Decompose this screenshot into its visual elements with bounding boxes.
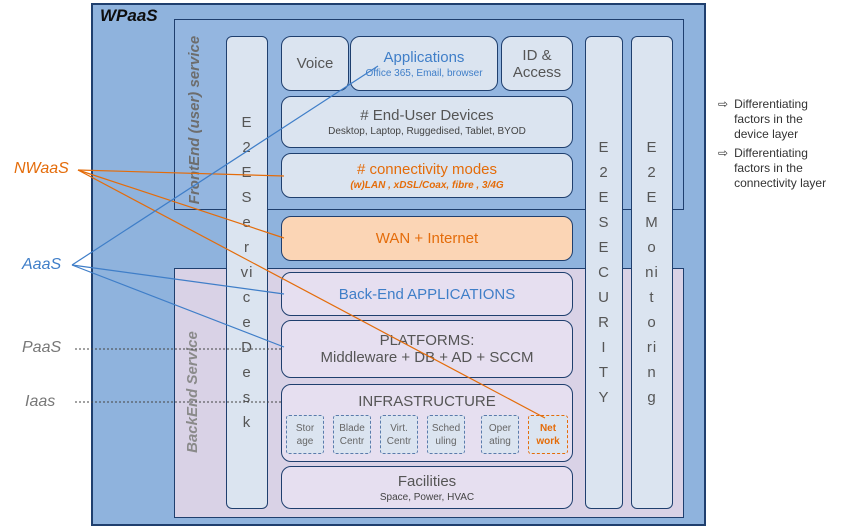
aaas-backend-apps-line	[71, 264, 285, 295]
diagram-title: WPaaS	[100, 6, 158, 25]
iaas-label: Iaas	[25, 393, 56, 410]
infra-item-storage: Stor age	[286, 415, 324, 454]
platforms-sub: Middleware + DB + AD + SCCM	[320, 349, 534, 366]
infra-item-virt: Virt. Centr	[380, 415, 418, 454]
connectivity-box: # connectivity modes (w)LAN , xDSL/Coax,…	[281, 153, 573, 198]
id-access-box: ID & Access	[501, 36, 573, 91]
connectivity-sub: (w)LAN , xDSL/Coax, fibre , 3/4G	[350, 179, 504, 191]
nwaas-connectivity-line	[77, 169, 285, 177]
infra-item-network: Net work	[528, 415, 568, 454]
legend-text-device: Differentiating factors in the device la…	[734, 97, 808, 141]
applications-title: Applications	[383, 48, 465, 66]
nwaas-network-line	[77, 169, 546, 419]
monitoring-column: E2E Monitoring	[631, 36, 673, 509]
legend-item-connectivity: ⇨ Differentiating factors in the connect…	[718, 146, 838, 191]
infra-item-operating: Oper ating	[481, 415, 519, 454]
voice-label: Voice	[296, 55, 334, 72]
service-desk-column: E2E Service Desk	[226, 36, 268, 509]
devices-sub: Desktop, Laptop, Ruggedised, Tablet, BYO…	[328, 126, 526, 137]
connectivity-title: # connectivity modes	[356, 160, 498, 178]
facilities-title: Facilities	[397, 472, 457, 490]
aaas-applications-line	[71, 65, 379, 266]
service-desk-label: E2E Service Desk	[240, 114, 254, 431]
applications-box: Applications Office 365, Email, browser	[350, 36, 498, 91]
nwaas-label: NWaaS	[14, 160, 69, 177]
applications-sub: Office 365, Email, browser	[365, 67, 483, 79]
arrow-icon: ⇨	[718, 97, 729, 111]
nwaas-wan-line	[77, 169, 285, 239]
paas-label: PaaS	[22, 339, 62, 356]
voice-box: Voice	[281, 36, 349, 91]
legend-item-device: ⇨ Differentiating factors in the device …	[718, 97, 838, 142]
arrow-icon: ⇨	[718, 146, 729, 160]
backend-apps-box: Back-End APPLICATIONS	[281, 272, 573, 316]
aaas-platforms-line	[71, 264, 285, 348]
infra-item-blade: Blade Centr	[333, 415, 371, 454]
backend-apps-label: Back-End APPLICATIONS	[338, 285, 516, 303]
facilities-box: Facilities Space, Power, HVAC	[281, 466, 573, 509]
legend-text-connectivity: Differentiating factors in the connectiv…	[734, 146, 827, 190]
wan-box: WAN + Internet	[281, 216, 573, 261]
devices-title: # End-User Devices	[360, 107, 494, 124]
security-column: E2E SECURITY	[585, 36, 623, 509]
platforms-box: PLATFORMS: Middleware + DB + AD + SCCM	[281, 320, 573, 378]
infra-item-scheduling: Sched uling	[427, 415, 465, 454]
id-access-label: ID & Access	[512, 46, 562, 81]
aaas-label: AaaS	[22, 256, 62, 273]
wan-label: WAN + Internet	[375, 230, 479, 247]
legend: ⇨ Differentiating factors in the device …	[718, 97, 838, 191]
facilities-sub: Space, Power, HVAC	[379, 491, 475, 503]
monitoring-label: E2E Monitoring	[645, 139, 659, 406]
devices-box: # End-User Devices Desktop, Laptop, Rugg…	[281, 96, 573, 148]
infrastructure-title: INFRASTRUCTURE	[358, 393, 496, 410]
platforms-title: PLATFORMS:	[379, 332, 475, 349]
security-label: E2E SECURITY	[598, 139, 610, 406]
